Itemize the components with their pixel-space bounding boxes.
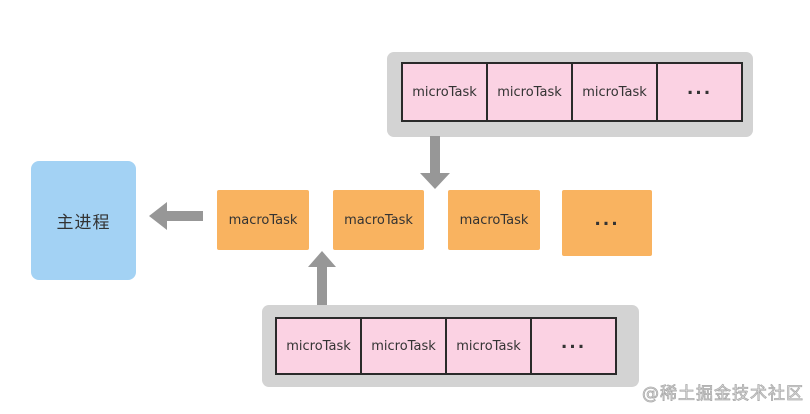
arrow-up-head (308, 251, 336, 267)
microtask-box: microTask (401, 62, 488, 122)
microtask-box: microTask (360, 317, 447, 375)
arrow-left-icon (149, 202, 203, 230)
watermark: @稀土掘金技术社区 (642, 384, 804, 405)
microtask-box: microTask (571, 62, 658, 122)
arrow-up-shaft (317, 267, 327, 305)
macrotask-ellipsis-box: ... (562, 190, 652, 256)
arrow-down-shaft (430, 136, 440, 173)
microtask-ellipsis-box: ... (530, 317, 617, 375)
microtask-queue-top: microTask microTask microTask ... (387, 52, 753, 137)
arrow-up-icon (308, 251, 336, 305)
microtask-box: microTask (445, 317, 532, 375)
main-process-box: 主进程 (31, 161, 136, 280)
arrow-left-shaft (166, 211, 203, 221)
microtask-ellipsis-box: ... (656, 62, 743, 122)
microtask-box: microTask (486, 62, 573, 122)
microtask-queue-bottom-row: microTask microTask microTask ... (275, 317, 617, 375)
arrow-left-head (149, 202, 167, 230)
macrotask-box: macroTask (333, 190, 424, 250)
macrotask-box: macroTask (217, 190, 309, 250)
arrow-down-icon (420, 136, 450, 189)
arrow-down-head (420, 173, 450, 189)
microtask-queue-top-row: microTask microTask microTask ... (401, 62, 743, 122)
microtask-queue-bottom: microTask microTask microTask ... (262, 305, 639, 387)
microtask-box: microTask (275, 317, 362, 375)
macrotask-box: macroTask (448, 190, 540, 250)
